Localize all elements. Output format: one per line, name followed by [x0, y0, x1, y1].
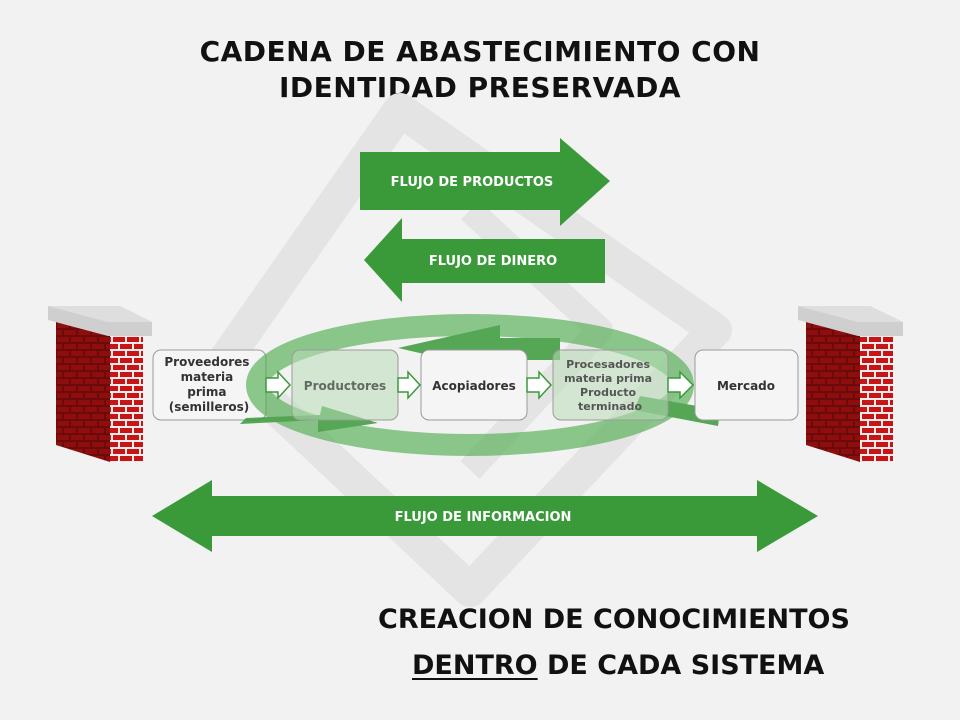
stage-text-mercado: Mercado — [717, 379, 775, 393]
flujo-productos-arrow: FLUJO DE PRODUCTOS — [360, 138, 610, 226]
connector-arrow-1 — [265, 370, 292, 400]
flujo-dinero-arrow: FLUJO DE DINERO — [364, 218, 605, 302]
connector-arrow-3 — [526, 370, 553, 400]
flujo-informacion-label: FLUJO DE INFORMACION — [395, 510, 572, 525]
footer-line-2-rest: DE CADA SISTEMA — [537, 650, 825, 681]
brick-wall-right — [798, 306, 903, 462]
footer-line-2: DENTRO DE CADA SISTEMA — [412, 650, 824, 681]
connector-arrows — [265, 370, 695, 400]
connector-arrow-4 — [667, 370, 695, 400]
title-line-1: CADENA DE ABASTECIMIENTO CON — [199, 35, 761, 68]
stage-text-proveedores: Proveedores materia prima (semilleros) — [164, 355, 253, 414]
title-line-2: IDENTIDAD PRESERVADA — [278, 71, 682, 104]
flujo-dinero-label: FLUJO DE DINERO — [429, 254, 557, 269]
stage-text-procesadores: Procesadores materia prima Producto term… — [564, 358, 656, 413]
footer-line-1: CREACION DE CONOCIMIENTOS — [378, 604, 850, 635]
connector-arrow-2 — [397, 370, 422, 400]
brick-wall-left — [48, 306, 152, 462]
stage-text-acopiadores: Acopiadores — [432, 379, 515, 393]
stage-box-mercado: Mercado — [694, 349, 799, 421]
slide-title: CADENA DE ABASTECIMIENTO CON IDENTIDAD P… — [0, 34, 960, 106]
footer-underlined-word: DENTRO — [412, 650, 538, 681]
flujo-informacion-arrow: FLUJO DE INFORMACION — [152, 480, 818, 552]
stage-box-productores: Productores — [291, 349, 399, 421]
stage-text-productores: Productores — [304, 379, 386, 393]
stage-box-acopiadores: Acopiadores — [420, 349, 528, 421]
stage-box-procesadores: Procesadores materia prima Producto term… — [552, 349, 669, 421]
flujo-productos-label: FLUJO DE PRODUCTOS — [391, 175, 554, 190]
